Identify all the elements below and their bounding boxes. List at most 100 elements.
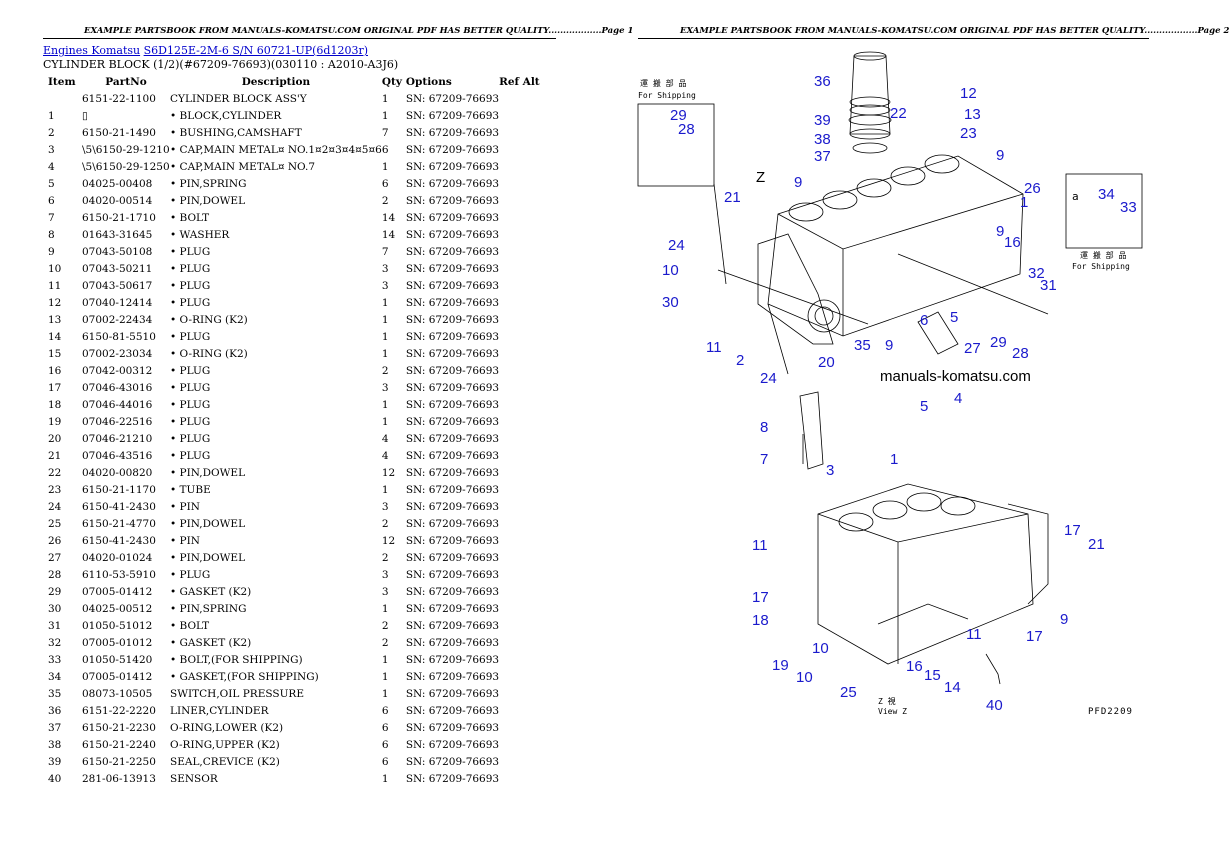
callout-11b: 11 xyxy=(752,537,768,554)
cell-options: SN: 67209-76693 xyxy=(405,517,500,530)
cell-refalt xyxy=(499,260,559,277)
cell-refalt xyxy=(499,719,559,736)
cell-refalt xyxy=(499,226,559,243)
callout-24a: 24 xyxy=(668,237,685,254)
cell-description: • BOLT,(FOR SHIPPING) xyxy=(170,653,303,666)
cell-refalt xyxy=(499,617,559,634)
cell-partno: 01643-31645 xyxy=(82,228,153,241)
cell-refalt xyxy=(499,600,559,617)
exploded-diagram: 運 搬 部 品 For Shipping 運 搬 部 品 For Shippin… xyxy=(628,44,1158,734)
cell-refalt xyxy=(499,702,559,719)
cell-item: 24 xyxy=(48,500,62,513)
breadcrumb-link-model[interactable]: S6D125E-2M-6 S/N 60721-UP(6d1203r) xyxy=(143,44,368,57)
cell-qty: 3 xyxy=(381,585,389,598)
cell-qty: 1 xyxy=(381,109,389,122)
cell-options: SN: 67209-76693 xyxy=(405,109,500,122)
callout-1b: 1 xyxy=(890,451,898,468)
cell-options: SN: 67209-76693 xyxy=(405,636,500,649)
cell-qty: 2 xyxy=(381,364,389,377)
cell-partno: 6150-21-1170 xyxy=(82,483,156,496)
cell-item: 21 xyxy=(48,449,62,462)
cell-item: 1 xyxy=(48,109,55,122)
cell-options: SN: 67209-76693 xyxy=(405,449,500,462)
cell-refalt xyxy=(499,243,559,260)
page-title: CYLINDER BLOCK (1/2)(#67209-76693)(03011… xyxy=(43,58,399,71)
cell-partno: 6150-21-1490 xyxy=(82,126,156,139)
cell-item: 14 xyxy=(48,330,62,343)
cell-partno: 07046-21210 xyxy=(82,432,153,445)
cell-item: 11 xyxy=(48,279,62,292)
cell-options: SN: 67209-76693 xyxy=(405,313,500,326)
callout-9a: 9 xyxy=(794,174,802,191)
cell-refalt xyxy=(499,498,559,515)
cell-partno: 04020-01024 xyxy=(82,551,153,564)
cell-options: SN: 67209-76693 xyxy=(405,126,500,139)
cell-partno: 07043-50617 xyxy=(82,279,153,292)
callout-37: 37 xyxy=(814,148,831,165)
callout-38: 38 xyxy=(814,131,831,148)
callout-11a: 11 xyxy=(706,339,722,356)
callout-10c: 10 xyxy=(796,669,813,686)
cell-options: SN: 67209-76693 xyxy=(405,296,500,309)
callout-9d: 9 xyxy=(885,337,893,354)
cell-options: SN: 67209-76693 xyxy=(405,534,500,547)
cell-partno: 07046-43516 xyxy=(82,449,153,462)
cell-partno: 07005-01412 xyxy=(82,670,153,683)
cell-refalt xyxy=(499,447,559,464)
cell-item: 17 xyxy=(48,381,62,394)
callout-17b: 17 xyxy=(752,589,769,606)
col-header-description: Description xyxy=(241,76,311,88)
cell-refalt xyxy=(499,532,559,549)
cell-qty: 3 xyxy=(381,262,389,275)
cell-options: SN: 67209-76693 xyxy=(405,177,500,190)
cell-description: SENSOR xyxy=(170,772,218,785)
cell-partno: 07042-00312 xyxy=(82,364,153,377)
cell-description: • BOLT xyxy=(170,619,210,632)
cell-description: O-RING,LOWER (K2) xyxy=(170,721,284,734)
cell-refalt xyxy=(499,328,559,345)
cell-description: • PLUG xyxy=(170,364,211,377)
cell-options: SN: 67209-76693 xyxy=(405,653,500,666)
cell-partno: 6150-21-2240 xyxy=(82,738,156,751)
cell-partno: 07005-01012 xyxy=(82,636,153,649)
cell-refalt xyxy=(499,175,559,192)
callout-17c: 17 xyxy=(1026,628,1043,645)
breadcrumb-link-engines[interactable]: Engines Komatsu xyxy=(43,44,141,57)
cell-qty: 1 xyxy=(381,670,389,683)
cell-options: SN: 67209-76693 xyxy=(405,92,500,105)
cell-description: • PIN xyxy=(170,500,200,513)
cell-qty: 2 xyxy=(381,517,389,530)
callout-15: 15 xyxy=(924,667,941,684)
cell-refalt xyxy=(499,634,559,651)
cell-qty: 1 xyxy=(381,160,389,173)
callout-18: 18 xyxy=(752,612,769,629)
cell-qty: 3 xyxy=(381,568,389,581)
cell-options: SN: 67209-76693 xyxy=(405,398,500,411)
cell-partno: 08073-10505 xyxy=(82,687,153,700)
callout-32: 32 xyxy=(1028,265,1045,282)
cell-item: 32 xyxy=(48,636,62,649)
cell-partno: 281-06-13913 xyxy=(82,772,156,785)
cell-item: 16 xyxy=(48,364,62,377)
cell-partno: 04025-00408 xyxy=(82,177,153,190)
cell-qty: 6 xyxy=(381,704,389,717)
cell-description: • PIN,SPRING xyxy=(170,602,247,615)
cell-partno: 6150-21-1710 xyxy=(82,211,156,224)
parts-list-panel: Engines Komatsu S6D125E-2M-6 S/N 60721-U… xyxy=(43,44,603,787)
cell-description: • PIN,DOWEL xyxy=(170,517,246,530)
cell-partno: 07040-12414 xyxy=(82,296,153,309)
cell-description: • BUSHING,CAMSHAFT xyxy=(170,126,302,139)
cell-description: O-RING,UPPER (K2) xyxy=(170,738,280,751)
cell-refalt xyxy=(499,651,559,668)
